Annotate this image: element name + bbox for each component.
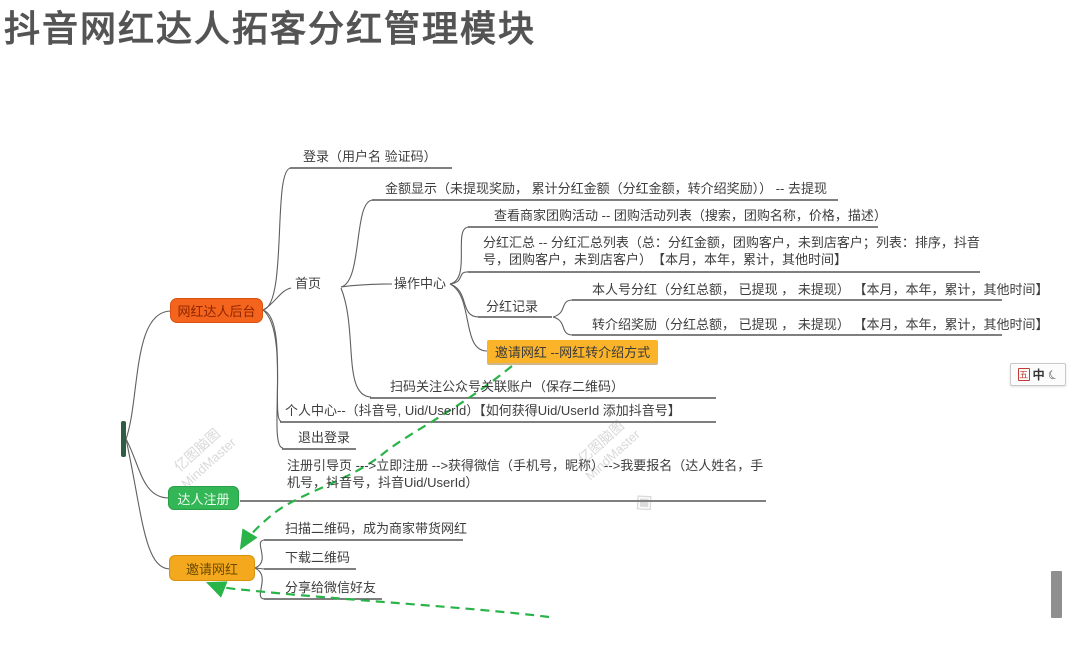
topic-register-guide[interactable]: 注册引导页 --->立即注册 -->获得微信（手机号，昵称）-->我要报名（达人…	[287, 458, 764, 490]
topic-scan-qr[interactable]: 扫描二维码，成为商家带货网红	[285, 521, 468, 536]
node-backstage-label: 网红达人后台	[177, 304, 256, 319]
node-register-label: 达人注册	[177, 491, 230, 507]
node-invite-method-label: 邀请网红 --网红转介绍方式	[494, 345, 651, 360]
keyboard-layout-icon[interactable]: 五	[1017, 368, 1030, 381]
topic-amount-display[interactable]: 金额显示（未提现奖励， 累计分红金额（分红金额，转介绍奖励）） -- 去提现	[385, 181, 827, 196]
node-invite-method[interactable]: 邀请网红 --网红转介绍方式	[487, 340, 658, 363]
node-register[interactable]: 达人注册	[168, 486, 239, 510]
topic-login[interactable]: 登录（用户名 验证码）	[303, 149, 437, 164]
ime-language-bar[interactable]: 五 中 ☾	[1010, 363, 1066, 386]
topic-home[interactable]: 首页	[295, 276, 322, 291]
root-node[interactable]	[121, 421, 126, 457]
topic-group-buy[interactable]: 查看商家团购活动 -- 团购活动列表（搜索，团购名称，价格，描述）	[494, 208, 887, 223]
watermark-text-cn: 亿图脑图	[170, 425, 224, 475]
topic-dividend-summary[interactable]: 分红汇总 -- 分红汇总列表（总：分红金额，团购客户，未到店客户；列表：排序，抖…	[483, 235, 980, 267]
watermark-text-en: MindMaster	[178, 434, 239, 492]
fullwidth-moon-icon[interactable]: ☾	[1045, 365, 1061, 384]
topic-dividend-records[interactable]: 分红记录	[486, 299, 539, 314]
page-title: 抖音网红达人拓客分红管理模块	[4, 8, 537, 49]
topic-logout[interactable]: 退出登录	[298, 430, 351, 445]
node-invite-label: 邀请网红	[185, 561, 238, 577]
node-backstage[interactable]: 网红达人后台	[170, 298, 263, 323]
input-language-indicator[interactable]: 中	[1032, 368, 1045, 382]
topic-download-qr[interactable]: 下载二维码	[285, 550, 351, 565]
vertical-scrollbar-thumb[interactable]	[1051, 571, 1062, 618]
node-invite[interactable]: 邀请网红	[169, 555, 255, 581]
topic-ops-center[interactable]: 操作中心	[394, 276, 447, 291]
topic-self-dividend[interactable]: 本人号分红（分红总额， 已提现 ， 未提现） 【本月，本年，累计，其他时间】	[592, 282, 1049, 297]
topic-personal-center[interactable]: 个人中心--（抖音号, Uid/UserId）【如何获得Uid/UserId 添…	[285, 403, 681, 418]
watermark-left: 亿图脑图 MindMaster	[165, 420, 239, 491]
topic-share-wechat[interactable]: 分享给微信好友	[285, 580, 377, 595]
topic-scan-follow[interactable]: 扫码关注公众号关联账户（保存二维码）	[390, 379, 625, 394]
topic-referral-reward[interactable]: 转介绍奖励（分红总额， 已提现 ， 未提现） 【本月，本年，累计，其他时间】	[592, 317, 1049, 332]
